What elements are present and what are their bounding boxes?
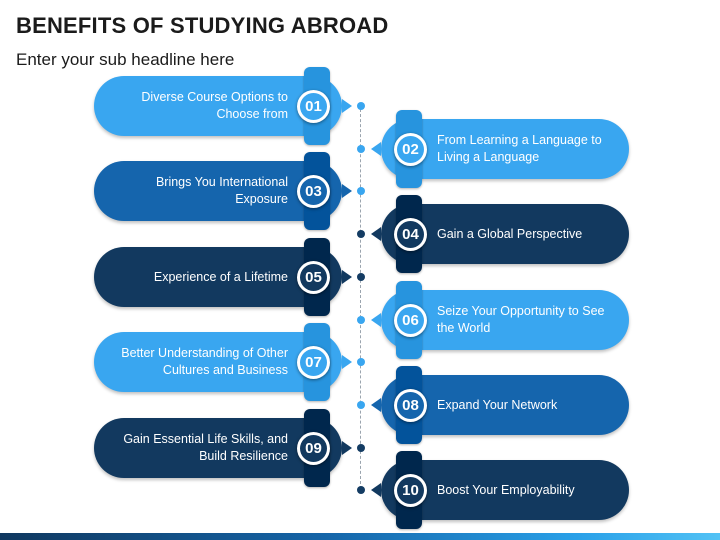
timeline-dot-03: [357, 187, 365, 195]
benefit-pointer-06: [371, 313, 381, 327]
number-badge-04: 04: [394, 217, 427, 251]
timeline-dot-09: [357, 444, 365, 452]
number-badge-text: 10: [397, 476, 424, 504]
number-badge-09: 09: [297, 431, 330, 465]
benefit-pointer-02: [371, 142, 381, 156]
number-badge-text: 02: [397, 135, 424, 163]
number-badge-text: 07: [300, 348, 327, 376]
page-subtitle: Enter your sub headline here: [16, 50, 235, 69]
benefit-pointer-09: [342, 441, 352, 455]
timeline-dot-04: [357, 230, 365, 238]
benefit-text-08: Expand Your Network: [437, 397, 558, 412]
benefit-pointer-01: [342, 99, 352, 113]
benefit-text-05: Experience of a Lifetime: [153, 269, 288, 284]
number-badge-07: 07: [297, 345, 330, 379]
benefit-pointer-03: [342, 184, 352, 198]
number-badge-text: 05: [300, 263, 327, 291]
benefit-text-07: Better Understanding of Other Cultures a…: [121, 346, 288, 377]
number-badge-08: 08: [394, 388, 427, 422]
benefit-text-01: Diverse Course Options to Choose from: [141, 90, 288, 121]
number-badge-text: 06: [397, 306, 424, 334]
timeline-dot-07: [357, 358, 365, 366]
benefit-text-10: Boost Your Employability: [437, 482, 575, 497]
benefit-text-09: Gain Essential Life Skills, and Build Re…: [123, 432, 288, 463]
benefit-text-04: Gain a Global Perspective: [437, 226, 583, 241]
timeline-dot-05: [357, 273, 365, 281]
number-badge-02: 02: [394, 132, 427, 166]
timeline-dot-02: [357, 145, 365, 153]
timeline-line: [360, 104, 361, 489]
benefit-pointer-10: [371, 483, 381, 497]
benefit-text-03: Brings You International Exposure: [155, 175, 288, 206]
benefit-pointer-07: [342, 355, 352, 369]
timeline-dot-06: [357, 316, 365, 324]
number-badge-text: 04: [397, 220, 424, 248]
timeline-dot-08: [357, 401, 365, 409]
number-badge-text: 01: [300, 92, 327, 120]
benefit-pointer-08: [371, 398, 381, 412]
number-badge-text: 03: [300, 177, 327, 205]
number-badge-06: 06: [394, 303, 427, 337]
number-badge-10: 10: [394, 473, 427, 507]
number-badge-01: 01: [297, 89, 330, 123]
timeline-dot-01: [357, 102, 365, 110]
number-badge-text: 08: [397, 391, 424, 419]
number-badge-03: 03: [297, 174, 330, 208]
benefit-text-02: From Learning a Language to Living a Lan…: [437, 133, 602, 164]
page-title: BENEFITS OF STUDYING ABROAD: [16, 13, 389, 38]
benefit-text-06: Seize Your Opportunity to See the World: [437, 304, 605, 335]
benefit-pointer-05: [342, 270, 352, 284]
bottom-gradient-bar: [0, 533, 720, 540]
timeline-dot-10: [357, 486, 365, 494]
benefit-pointer-04: [371, 227, 381, 241]
number-badge-05: 05: [297, 260, 330, 294]
number-badge-text: 09: [300, 434, 327, 462]
